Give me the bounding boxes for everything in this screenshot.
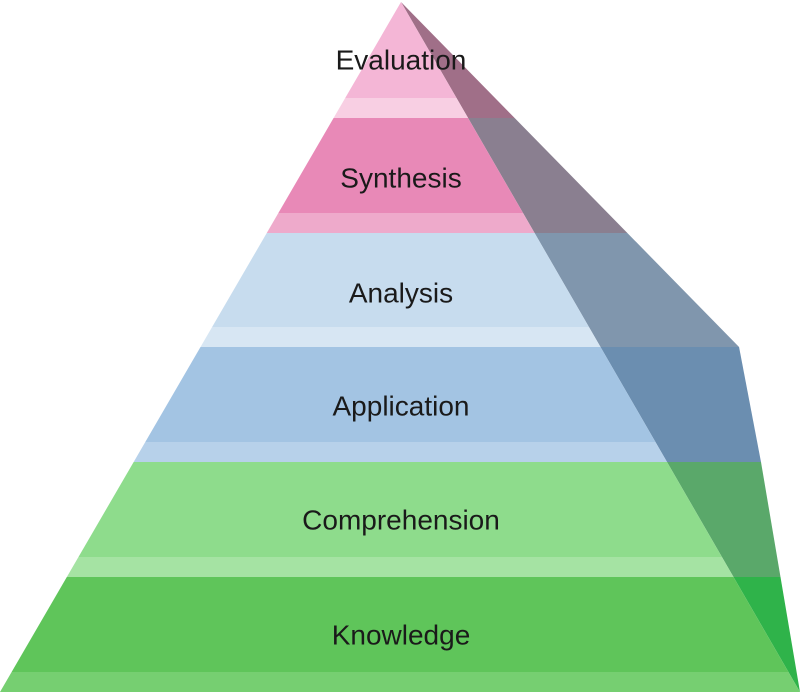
- tier-label-knowledge: Knowledge: [332, 619, 471, 650]
- side-face-analysis: [534, 233, 740, 347]
- pyramid-labels: Evaluation Synthesis Analysis Applicatio…: [302, 44, 500, 650]
- pyramid-side-face: [401, 2, 800, 692]
- tier-knowledge: [11, 577, 789, 672]
- tier-band-comprehension: [66, 557, 734, 577]
- tier-band-application: [133, 442, 667, 462]
- side-face-comprehension: [667, 462, 781, 577]
- tier-label-comprehension: Comprehension: [302, 504, 500, 535]
- side-face-synthesis: [468, 118, 628, 233]
- tier-label-application: Application: [333, 390, 470, 421]
- tier-band-evaluation: [333, 98, 469, 118]
- side-face-knowledge: [733, 577, 800, 692]
- tier-analysis: [212, 233, 589, 327]
- tier-band-knowledge: [0, 672, 800, 692]
- tier-synthesis: [278, 118, 524, 213]
- tier-application: [145, 347, 656, 442]
- tier-label-synthesis: Synthesis: [340, 162, 461, 193]
- tier-comprehension: [78, 462, 722, 557]
- side-face-evaluation: [401, 2, 515, 118]
- tier-band-synthesis: [266, 213, 535, 233]
- side-face-application: [600, 347, 761, 462]
- tier-evaluation: [345, 2, 457, 98]
- tier-label-evaluation: Evaluation: [336, 44, 467, 75]
- tier-label-analysis: Analysis: [349, 277, 453, 308]
- tier-band-analysis: [200, 327, 601, 347]
